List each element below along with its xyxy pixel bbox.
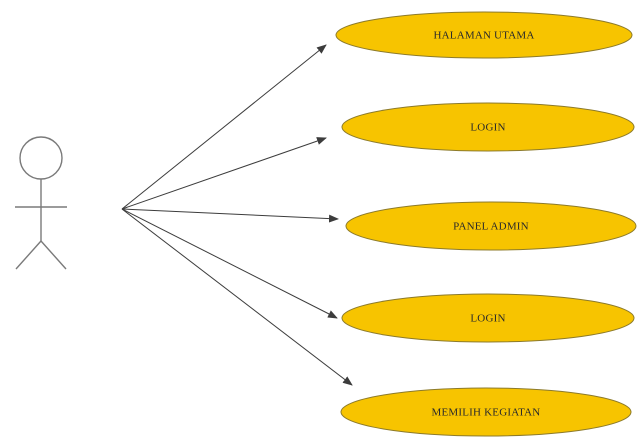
use-case-ellipse xyxy=(341,293,635,343)
use-case-3: PANEL ADMIN xyxy=(345,201,637,251)
use-case-1: HALAMAN UTAMA xyxy=(335,11,633,59)
use-case-ellipse xyxy=(335,11,633,59)
actor-left-leg xyxy=(15,240,42,270)
stick-figure-actor-icon xyxy=(15,136,67,270)
association-arrow-3 xyxy=(121,208,339,223)
use-cases: HALAMAN UTAMA LOGIN PANEL ADMIN LOGIN MEMILI… xyxy=(335,11,637,437)
association-lines xyxy=(121,44,353,386)
use-case-label: MEMILIH KEGIATAN xyxy=(432,407,541,419)
actor-head xyxy=(19,136,63,180)
use-case-2: LOGIN xyxy=(341,102,635,152)
use-case-label: LOGIN xyxy=(470,122,505,134)
association-arrow-1 xyxy=(121,44,327,210)
use-case-5: MEMILIH KEGIATAN xyxy=(340,387,632,437)
use-case-label: HALAMAN UTAMA xyxy=(433,30,534,42)
use-case-label: LOGIN xyxy=(470,313,505,325)
use-case-ellipse xyxy=(341,102,635,152)
actor-right-leg xyxy=(40,240,67,270)
use-case-ellipse xyxy=(340,387,632,437)
use-case-ellipse xyxy=(345,201,637,251)
association-arrow-2 xyxy=(121,137,327,210)
use-case-4: LOGIN xyxy=(341,293,635,343)
use-case-label: PANEL ADMIN xyxy=(453,221,529,233)
association-arrow-4 xyxy=(121,208,338,319)
association-arrow-5 xyxy=(121,208,353,386)
